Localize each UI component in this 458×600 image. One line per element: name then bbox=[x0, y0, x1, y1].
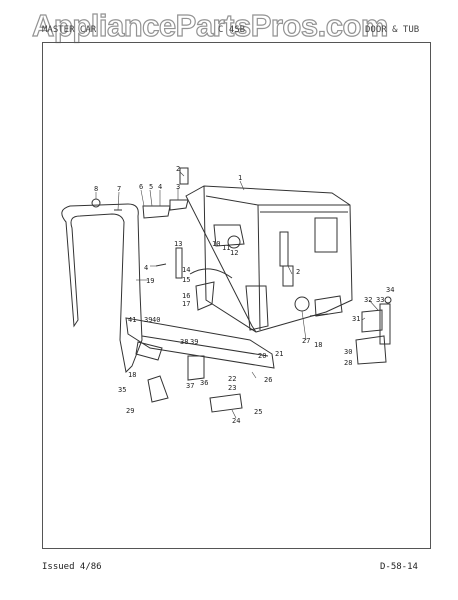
door-gasket bbox=[61, 203, 143, 374]
callout-19: 19 bbox=[146, 277, 154, 285]
callout-22: 22 bbox=[228, 375, 236, 383]
callout-39b: 39 bbox=[144, 316, 152, 324]
callout-21: 21 bbox=[275, 350, 283, 358]
callout-14: 14 bbox=[182, 266, 190, 274]
callout-26: 26 bbox=[264, 376, 272, 384]
callout-2: 2 bbox=[176, 165, 180, 173]
part-4-screw bbox=[155, 263, 167, 267]
callout-38: 38 bbox=[180, 338, 188, 346]
part-39-latch bbox=[135, 341, 163, 361]
callout-32: 32 bbox=[364, 296, 372, 304]
part-36-arm bbox=[187, 355, 205, 381]
callout-30: 29 bbox=[126, 407, 134, 415]
diagram-frame bbox=[42, 42, 431, 549]
callout-25: 25 bbox=[254, 408, 262, 416]
part-2-bracket bbox=[179, 167, 189, 185]
part-27-screw bbox=[309, 313, 329, 317]
callout-13: 13 bbox=[174, 240, 182, 248]
callout-39: 39 bbox=[190, 338, 198, 346]
callout-34: 34 bbox=[386, 286, 394, 294]
callout-31: 31 bbox=[352, 315, 360, 323]
watermark-logo: AppliancePartsPros.com bbox=[31, 7, 389, 43]
leader-lines bbox=[95, 171, 379, 419]
footer-issued: Issued 4/86 bbox=[42, 562, 102, 572]
part-24-bracket bbox=[209, 393, 243, 413]
callout-35: 35 bbox=[118, 386, 126, 394]
part-5-hinge bbox=[142, 205, 171, 219]
callout-4: 4 bbox=[158, 183, 162, 191]
callout-1: 1 bbox=[238, 174, 242, 182]
callout-28: 28 bbox=[344, 359, 352, 367]
callout-17: 17 bbox=[182, 300, 190, 308]
callout-2b: 2 bbox=[296, 268, 300, 276]
callout-16: 16 bbox=[182, 292, 190, 300]
callout-41: 41 bbox=[128, 316, 136, 324]
callout-24: 24 bbox=[232, 417, 240, 425]
callout-10: 10 bbox=[212, 240, 220, 248]
hinge-rail bbox=[125, 317, 275, 369]
part-9-hinge bbox=[147, 375, 169, 403]
part-31-bracket bbox=[361, 309, 383, 333]
part-34-screw bbox=[384, 296, 392, 304]
callout-8: 8 bbox=[94, 185, 98, 193]
callout-4b: 4 bbox=[144, 264, 148, 272]
footer-page-code: D-58-14 bbox=[380, 562, 418, 572]
callout-36: 36 bbox=[200, 379, 208, 387]
callout-11: 11 bbox=[222, 244, 230, 252]
part-3-clip bbox=[169, 199, 189, 211]
header-right: DOOR & TUB bbox=[365, 25, 420, 35]
callout-29: 30 bbox=[344, 348, 352, 356]
callout-7: 7 bbox=[117, 185, 121, 193]
callout-18b: 18 bbox=[314, 341, 322, 349]
callout-27: 27 bbox=[302, 337, 310, 345]
header-center: C 4SB bbox=[218, 25, 246, 35]
callout-37: 37 bbox=[186, 382, 194, 390]
part-13-rail bbox=[175, 247, 183, 279]
part-33-rail bbox=[379, 303, 391, 345]
callout-15: 15 bbox=[182, 276, 190, 284]
callout-3: 3 bbox=[176, 183, 180, 191]
part-8-knob bbox=[91, 198, 101, 208]
callout-18: 18 bbox=[128, 371, 136, 379]
callout-6: 6 bbox=[139, 183, 143, 191]
callout-5: 5 bbox=[149, 183, 153, 191]
callout-20: 20 bbox=[258, 352, 266, 360]
callout-12: 12 bbox=[230, 249, 238, 257]
callout-40: 40 bbox=[152, 316, 160, 324]
header-left: MASTER CAR bbox=[42, 25, 97, 35]
part-28-module bbox=[355, 335, 387, 365]
callout-labels: 1 2 2 3 4 4 5 6 7 8 10 11 12 13 14 15 16… bbox=[94, 165, 394, 425]
callout-23: 23 bbox=[228, 384, 236, 392]
callout-33: 33 bbox=[376, 296, 384, 304]
dishwasher-tub bbox=[185, 185, 353, 333]
